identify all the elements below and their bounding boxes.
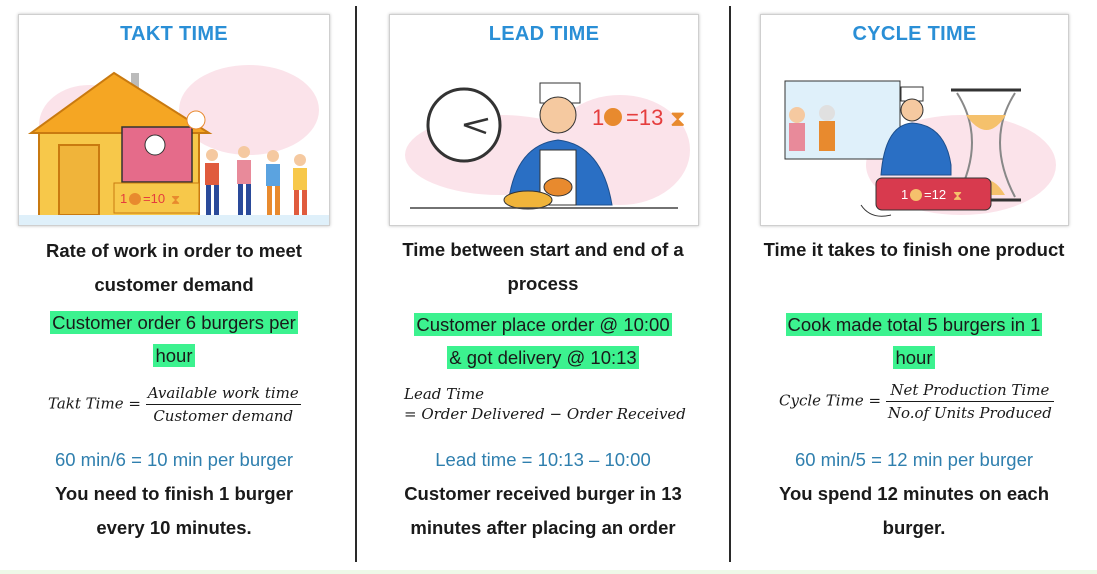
example-line-2: hour <box>893 346 935 369</box>
conclusion-text: Customer received burger in 13 minutes a… <box>404 483 682 538</box>
formula-line-1: Lead Time <box>404 385 485 403</box>
conclusion-text: You spend 12 minutes on each burger. <box>778 483 1050 538</box>
cycle-time-formula: Cycle Time = Net Production Time No.of U… <box>779 381 1054 422</box>
example-line-1: Customer order 6 burgers per <box>50 311 298 334</box>
calculation-text: 60 min/5 = 12 min per burger <box>794 449 1034 470</box>
svg-text:1: 1 <box>901 187 908 202</box>
svg-text:⧗: ⧗ <box>670 107 685 132</box>
house-queue-illustration: 1 =10 ⧗ <box>19 65 329 225</box>
calculation-text: Lead time = 10:13 – 10:00 <box>435 449 651 470</box>
lead-time-column: 1 =13 ⧗ LEAD TIME Time between start and… <box>373 0 713 574</box>
card-title: TAKT TIME <box>120 23 228 45</box>
definition-heading: Time between start and end of a process <box>402 239 684 294</box>
bottom-strip <box>0 570 1097 574</box>
example-line-1: Customer place order @ 10:00 <box>414 313 672 336</box>
formula-denominator: Customer demand <box>153 407 294 425</box>
takt-time-formula: Takt Time = Available work time Customer… <box>48 384 301 425</box>
takt-time-card: 1 =10 ⧗ TAKT TIME <box>18 14 330 226</box>
example-line-2: & got delivery @ 10:13 <box>447 346 639 369</box>
svg-text:=12: =12 <box>924 187 946 202</box>
cook-hourglass-illustration: 1 =12 ⧗ <box>784 80 1056 217</box>
cycle-time-column: 1 =12 ⧗ CYCLE TIME Time it takes to fini… <box>744 0 1084 574</box>
example-text: Customer order 6 burgers per hour <box>4 306 344 372</box>
example-line-1: Cook made total 5 burgers in 1 <box>785 313 1043 336</box>
cycle-time-card: 1 =12 ⧗ CYCLE TIME <box>760 14 1069 226</box>
formula-numerator: Available work time <box>145 384 301 405</box>
takt-time-column: 1 =10 ⧗ TAKT TIME Rate of work in order … <box>4 0 344 574</box>
definition-heading: Time it takes to finish one product <box>763 239 1065 260</box>
card-title: CYCLE TIME <box>852 23 977 45</box>
svg-text:1: 1 <box>120 191 127 206</box>
column-divider-1 <box>355 6 357 562</box>
svg-text:=13: =13 <box>626 105 663 130</box>
definition-heading: Rate of work in order to meet customer d… <box>46 240 302 295</box>
lead-time-formula: Lead Time = Order Delivered − Order Rece… <box>404 384 686 424</box>
example-line-2: hour <box>153 344 195 367</box>
formula-numerator: Net Production Time <box>885 381 1054 402</box>
card-title: LEAD TIME <box>488 23 600 45</box>
example-text: Cook made total 5 burgers in 1 hour <box>744 308 1084 374</box>
cook-clock-illustration: 1 =13 ⧗ <box>405 82 690 210</box>
svg-text:1: 1 <box>592 105 604 130</box>
svg-text:⧗: ⧗ <box>171 193 180 208</box>
lead-time-card: 1 =13 ⧗ LEAD TIME <box>389 14 699 226</box>
svg-text:⧗: ⧗ <box>953 189 962 204</box>
svg-text:=10: =10 <box>143 191 165 206</box>
formula-denominator: No.of Units Produced <box>887 404 1052 422</box>
conclusion-text: You need to finish 1 burger every 10 min… <box>54 483 294 538</box>
example-text: Customer place order @ 10:00 & got deliv… <box>373 308 713 374</box>
column-divider-2 <box>729 6 731 562</box>
formula-line-2: = Order Delivered − Order Received <box>404 405 686 423</box>
calculation-text: 60 min/6 = 10 min per burger <box>54 449 294 470</box>
